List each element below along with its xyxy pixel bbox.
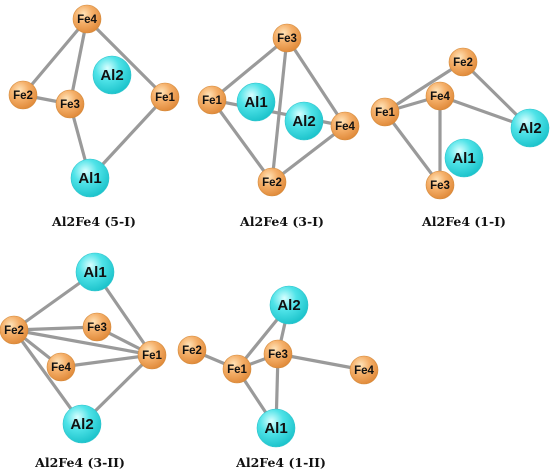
fe3-label: Fe3 [277, 33, 297, 45]
fe1-label: Fe1 [155, 92, 175, 104]
fe1-label: Fe1 [142, 350, 162, 362]
fe2-atom [0, 315, 29, 345]
fe2-atom [257, 167, 287, 197]
caption-5-I: Al2Fe4 (5-I) [51, 214, 136, 229]
fe2-label: Fe2 [13, 90, 33, 102]
fe2-atom [448, 47, 478, 77]
al2-atom [92, 55, 132, 95]
fe3-label: Fe3 [268, 349, 288, 361]
fe2-atom [8, 80, 38, 110]
fe4-label: Fe4 [335, 121, 355, 133]
fe1-label: Fe1 [375, 107, 395, 119]
fe2-atom [177, 335, 207, 365]
cluster-1-II: Al2 Fe2 Fe1 Fe3 Fe4 Al1 Al2Fe4 (1-II) [177, 285, 379, 470]
fe4-atom [425, 81, 455, 111]
fe3-atom [272, 23, 302, 53]
fe4-atom [349, 355, 379, 385]
fe3-atom [263, 339, 293, 369]
fe4-label: Fe4 [51, 362, 71, 374]
caption-3-I: Al2Fe4 (3-I) [239, 214, 324, 229]
al2-label: Al2 [292, 113, 315, 130]
al2-label: Al2 [100, 67, 123, 84]
fe1-label: Fe1 [227, 364, 247, 376]
al1-label: Al1 [452, 150, 475, 167]
cluster-1-I: Fe2 Fe4 Fe1 Al2 Al1 Fe3 Al2Fe4 (1-I) [370, 47, 550, 229]
fe2-label: Fe2 [453, 57, 473, 69]
bonds [210, 36, 347, 184]
fe4-label: Fe4 [430, 91, 450, 103]
al2-atom [510, 108, 550, 148]
al1-label: Al1 [264, 420, 287, 437]
bonds [21, 17, 167, 180]
al1-atom [75, 252, 115, 292]
fe3-label: Fe3 [60, 99, 80, 111]
fe4-label: Fe4 [77, 14, 97, 26]
al1-atom [70, 158, 110, 198]
al1-label: Al1 [244, 94, 267, 111]
fe1-atom [197, 85, 227, 115]
al2-atom [269, 285, 309, 325]
al2-atom [284, 101, 324, 141]
fe2-label: Fe2 [262, 177, 282, 189]
caption-1-II: Al2Fe4 (1-II) [235, 455, 326, 470]
al2-label: Al2 [70, 416, 93, 433]
cluster-5-I: Fe4 Al2 Fe2 Fe3 Fe1 Al1 Al2Fe4 (5-I) [8, 4, 180, 229]
caption-3-II: Al2Fe4 (3-II) [34, 455, 125, 470]
fe4-label: Fe4 [354, 365, 374, 377]
caption-1-I: Al2Fe4 (1-I) [421, 214, 506, 229]
al1-atom [256, 408, 296, 448]
fe2-label: Fe2 [4, 325, 24, 337]
cluster-3-II: Al1 Fe2 Fe3 Fe4 Fe1 Al2 Al2Fe4 (3-II) [0, 252, 167, 470]
al1-atom [236, 82, 276, 122]
al1-label: Al1 [78, 170, 101, 187]
cluster-3-I: Fe3 Fe1 Al1 Al2 Fe4 Fe2 Al2Fe4 (3-I) [197, 23, 360, 229]
fe4-atom [330, 111, 360, 141]
fe3-atom [55, 89, 85, 119]
fe4-atom [46, 352, 76, 382]
fe3-atom [425, 170, 455, 200]
fe1-atom [370, 97, 400, 127]
al2-atom [62, 404, 102, 444]
fe2-label: Fe2 [182, 345, 202, 357]
fe1-label: Fe1 [202, 95, 222, 107]
al1-atom [444, 138, 484, 178]
al2-label: Al2 [277, 297, 300, 314]
al2-label: Al2 [518, 120, 541, 137]
fe4-atom [72, 4, 102, 34]
fe1-atom [222, 354, 252, 384]
bonds [12, 270, 154, 426]
fe1-atom [137, 340, 167, 370]
fe3-label: Fe3 [87, 322, 107, 334]
fe3-atom [82, 312, 112, 342]
al1-label: Al1 [83, 264, 106, 281]
fe1-atom [150, 82, 180, 112]
fe3-label: Fe3 [430, 180, 450, 192]
